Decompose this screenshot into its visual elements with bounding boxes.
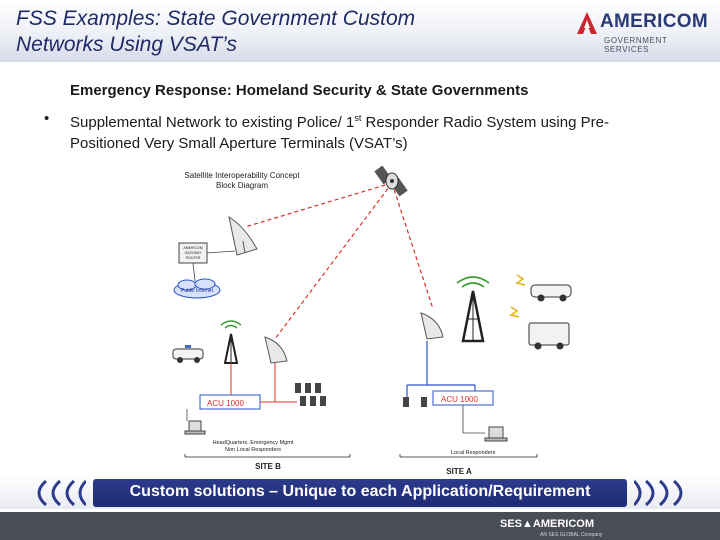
- site-a-radio-bolts: [509, 274, 526, 318]
- local-responders-label: Local Responders: [451, 450, 496, 456]
- footer-subtitle: AN SES GLOBAL Company: [540, 532, 603, 538]
- banner-right-arcs-icon: [634, 479, 683, 507]
- server-label-3: ROUTER: [186, 256, 201, 260]
- site-b-wiring: [230, 363, 297, 403]
- bullet-marker: •: [44, 110, 50, 127]
- site-b-computer-icon: [184, 420, 206, 435]
- satellite-icon: [374, 165, 408, 197]
- site-b-dish-icon: [264, 336, 288, 364]
- site-a-dish-icon: [420, 312, 444, 340]
- link-sat-site-b: [274, 182, 393, 340]
- logo-subtitle: GOVERNMENT SERVICES: [604, 36, 668, 54]
- banner-box: Custom solutions – Unique to each Applic…: [93, 479, 627, 507]
- site-b-acu-label: ACU 1000: [207, 399, 244, 408]
- cloud-label: Public Internet: [181, 288, 214, 294]
- slide-title-line2: Networks Using VSAT’s: [16, 33, 237, 56]
- banner-left-arcs-icon: [37, 479, 86, 507]
- hq-label-line2: Non Local Responders: [225, 447, 281, 453]
- bullet-text-part2: Responder Radio System using Pre-Positio…: [70, 114, 609, 152]
- link-sat-site-a: [391, 182, 434, 310]
- server-icon: AMERICOM GATEWAY ROUTER: [178, 242, 208, 264]
- link-sat-gateway: [244, 182, 393, 228]
- americom-a-mark-icon: [577, 12, 597, 34]
- americom-logo: AMERICOM GOVERNMENT SERVICES: [574, 10, 708, 54]
- server-label-2: GATEWAY: [185, 251, 203, 255]
- site-b-bracket: [184, 454, 351, 458]
- hq-label-line1: HeadQuarters, Emergency Mgmt: [213, 440, 294, 446]
- diagram-title-line1: Satellite Interoperability Concept: [184, 171, 300, 180]
- logo-brand: AMERICOM: [600, 11, 708, 32]
- header-bar: FSS Examples: State Government Custom Ne…: [0, 0, 720, 62]
- bullet-text-part1: Supplemental Network to existing Police/…: [70, 114, 355, 131]
- site-a-radio-tower-icon: [456, 276, 490, 343]
- diagram-canvas: Satellite Interoperability Concept Block…: [172, 165, 572, 476]
- site-b-radio-handsets: [295, 383, 326, 406]
- site-a-wiring: [406, 341, 476, 397]
- bullet-text-superscript: st: [354, 113, 362, 123]
- site-a-acu-label: ACU 1000: [441, 395, 478, 404]
- footer-bar: SES▲AMERICOM AN SES GLOBAL Company: [0, 512, 720, 540]
- slide-title-line1: FSS Examples: State Government Custom: [16, 7, 416, 30]
- bottom-banner: Custom solutions – Unique to each Applic…: [0, 475, 720, 509]
- bullet-text: Supplemental Network to existing Police/…: [70, 108, 670, 154]
- site-b-police-car-icon: [172, 345, 204, 363]
- satellite-links: [244, 182, 434, 340]
- site-b-acu-box: ACU 1000: [199, 394, 261, 410]
- diagram-title-line2: Block Diagram: [216, 181, 268, 190]
- site-a-police-car-icon: [530, 284, 572, 302]
- footer-logo: SES▲AMERICOM: [500, 518, 595, 530]
- slide-title: FSS Examples: State Government Custom Ne…: [16, 6, 576, 58]
- site-b-label: SITE B: [255, 462, 281, 471]
- site-a-bracket: [399, 454, 538, 458]
- site-a-ambulance-icon: [528, 322, 570, 350]
- banner-text: Custom solutions – Unique to each Applic…: [129, 483, 591, 500]
- site-a-acu-box: ACU 1000: [432, 390, 494, 406]
- site-a-label: SITE A: [446, 467, 472, 476]
- server-label-1: AMERICOM: [183, 246, 202, 250]
- site-a-radio-handsets: [403, 397, 427, 407]
- site-b-radio-tower-icon: [220, 320, 242, 364]
- section-heading: Emergency Response: Homeland Security & …: [70, 82, 529, 99]
- interoperability-diagram: Satellite Interoperability Concept Block…: [145, 151, 595, 479]
- site-a-computer-icon: [484, 426, 508, 442]
- public-internet-cloud-icon: Public Internet: [173, 278, 221, 299]
- gateway-dish-icon: [228, 215, 258, 256]
